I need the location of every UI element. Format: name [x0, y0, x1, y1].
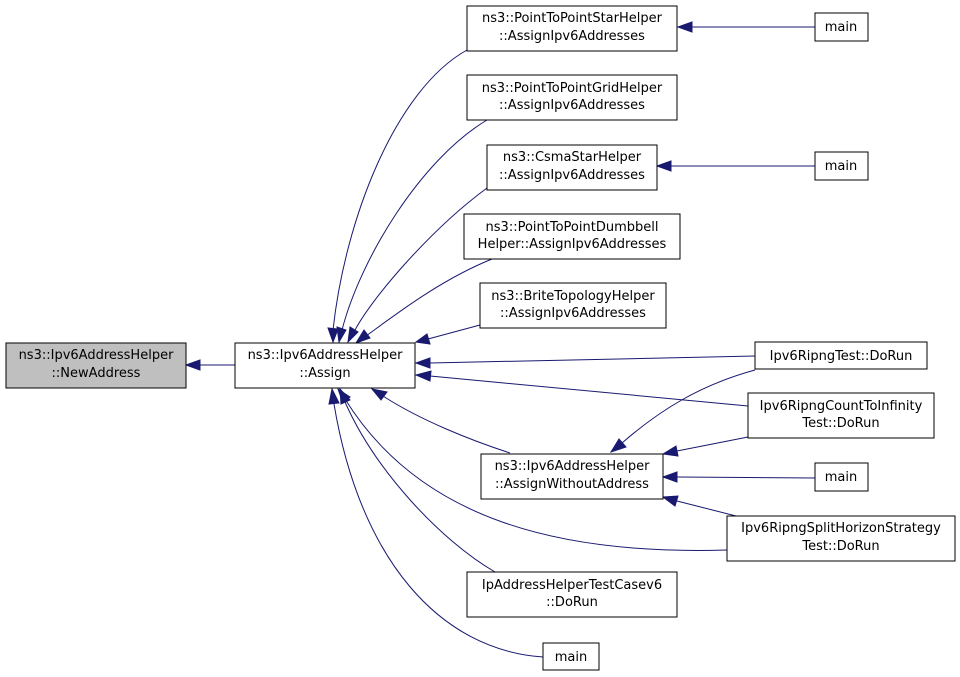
- node-main-top[interactable]: main: [814, 12, 869, 42]
- node-p2p-grid-helper[interactable]: ns3::PointToPointGridHelper ::AssignIpv6…: [466, 74, 678, 121]
- svg-text:::DoRun: ::DoRun: [546, 595, 598, 610]
- edge-main-bottom-to-assign: [328, 387, 544, 658]
- svg-text:main: main: [825, 159, 857, 174]
- svg-text:::AssignIpv6Addresses: ::AssignIpv6Addresses: [499, 29, 645, 44]
- edge-assign-to-newaddress: [184, 359, 235, 371]
- edge-ripng-split-to-assign-without: [661, 495, 741, 518]
- svg-text:main: main: [825, 20, 857, 35]
- node-ripng-test[interactable]: Ipv6RipngTest::DoRun: [754, 341, 928, 370]
- svg-text:Ipv6RipngCountToInfinity: Ipv6RipngCountToInfinity: [760, 399, 923, 414]
- node-main-middle[interactable]: main: [814, 151, 869, 181]
- svg-text:ns3::Ipv6AddressHelper: ns3::Ipv6AddressHelper: [495, 459, 651, 474]
- edge-assign-without-to-assign: [370, 388, 511, 454]
- svg-text:Ipv6RipngTest::DoRun: Ipv6RipngTest::DoRun: [770, 349, 913, 364]
- svg-text:main: main: [825, 470, 857, 485]
- edge-ripng-test-to-assign: [414, 355, 756, 369]
- edge-p2p-star-to-assign: [327, 49, 468, 344]
- svg-text:Test::DoRun: Test::DoRun: [801, 539, 879, 554]
- node-brite-topology-helper[interactable]: ns3::BriteTopologyHelper ::AssignIpv6Add…: [479, 282, 667, 329]
- edge-main2-to-csma-star: [655, 160, 815, 172]
- edge-brite-to-assign: [414, 324, 481, 345]
- svg-text:main: main: [555, 650, 587, 665]
- edge-main3-to-assign-without: [661, 471, 816, 483]
- edge-ripng-count-to-assign-without: [661, 436, 749, 457]
- edge-ripng-test-to-assign-without: [609, 369, 756, 453]
- svg-text:::Assign: ::Assign: [299, 366, 350, 381]
- svg-text:ns3::PointToPointStarHelper: ns3::PointToPointStarHelper: [482, 11, 663, 26]
- node-ripng-count-to-infinity[interactable]: Ipv6RipngCountToInfinity Test::DoRun: [747, 392, 935, 439]
- svg-text:ns3::BriteTopologyHelper: ns3::BriteTopologyHelper: [491, 289, 655, 304]
- node-assign-without-address[interactable]: ns3::Ipv6AddressHelper ::AssignWithoutAd…: [480, 453, 664, 500]
- node-newaddress[interactable]: ns3::Ipv6AddressHelper ::NewAddress: [5, 342, 187, 389]
- svg-text:IpAddressHelperTestCasev6: IpAddressHelperTestCasev6: [482, 578, 662, 593]
- svg-text:ns3::Ipv6AddressHelper: ns3::Ipv6AddressHelper: [19, 348, 175, 363]
- svg-text:::AssignWithoutAddress: ::AssignWithoutAddress: [495, 477, 649, 492]
- svg-text:::AssignIpv6Addresses: ::AssignIpv6Addresses: [499, 98, 645, 113]
- svg-text:ns3::PointToPointDumbbell: ns3::PointToPointDumbbell: [486, 220, 659, 235]
- svg-text:ns3::CsmaStarHelper: ns3::CsmaStarHelper: [503, 150, 642, 165]
- edge-csma-star-to-assign: [347, 187, 488, 344]
- node-main-lower[interactable]: main: [814, 462, 869, 492]
- node-main-bottom[interactable]: main: [542, 642, 600, 671]
- svg-text:::AssignIpv6Addresses: ::AssignIpv6Addresses: [499, 168, 645, 183]
- edge-dumbbell-to-assign: [354, 258, 493, 344]
- node-ripng-split-horizon[interactable]: Ipv6RipngSplitHorizonStrategy Test::DoRu…: [726, 515, 956, 562]
- svg-text:Ipv6RipngSplitHorizonStrategy: Ipv6RipngSplitHorizonStrategy: [741, 521, 941, 536]
- svg-text:Test::DoRun: Test::DoRun: [801, 416, 879, 431]
- edge-main1-to-p2p-star: [676, 21, 815, 33]
- node-p2p-dumbbell-helper[interactable]: ns3::PointToPointDumbbell Helper::Assign…: [463, 213, 681, 260]
- node-assign[interactable]: ns3::Ipv6AddressHelper ::Assign: [234, 342, 416, 389]
- svg-text:::AssignIpv6Addresses: ::AssignIpv6Addresses: [500, 306, 646, 321]
- node-ipaddress-helper-testcase[interactable]: IpAddressHelperTestCasev6 ::DoRun: [466, 571, 678, 618]
- svg-text:ns3::Ipv6AddressHelper: ns3::Ipv6AddressHelper: [248, 348, 404, 363]
- node-csma-star-helper[interactable]: ns3::CsmaStarHelper ::AssignIpv6Addresse…: [486, 144, 658, 191]
- svg-text:::NewAddress: ::NewAddress: [52, 366, 141, 381]
- svg-text:Helper::AssignIpv6Addresses: Helper::AssignIpv6Addresses: [478, 237, 667, 252]
- edge-ipaddr-test-to-assign: [339, 387, 496, 573]
- edge-ripng-count-to-assign: [414, 370, 749, 407]
- edge-p2p-grid-to-assign: [336, 119, 488, 344]
- svg-text:ns3::PointToPointGridHelper: ns3::PointToPointGridHelper: [482, 81, 663, 96]
- node-p2p-star-helper[interactable]: ns3::PointToPointStarHelper ::AssignIpv6…: [466, 5, 678, 52]
